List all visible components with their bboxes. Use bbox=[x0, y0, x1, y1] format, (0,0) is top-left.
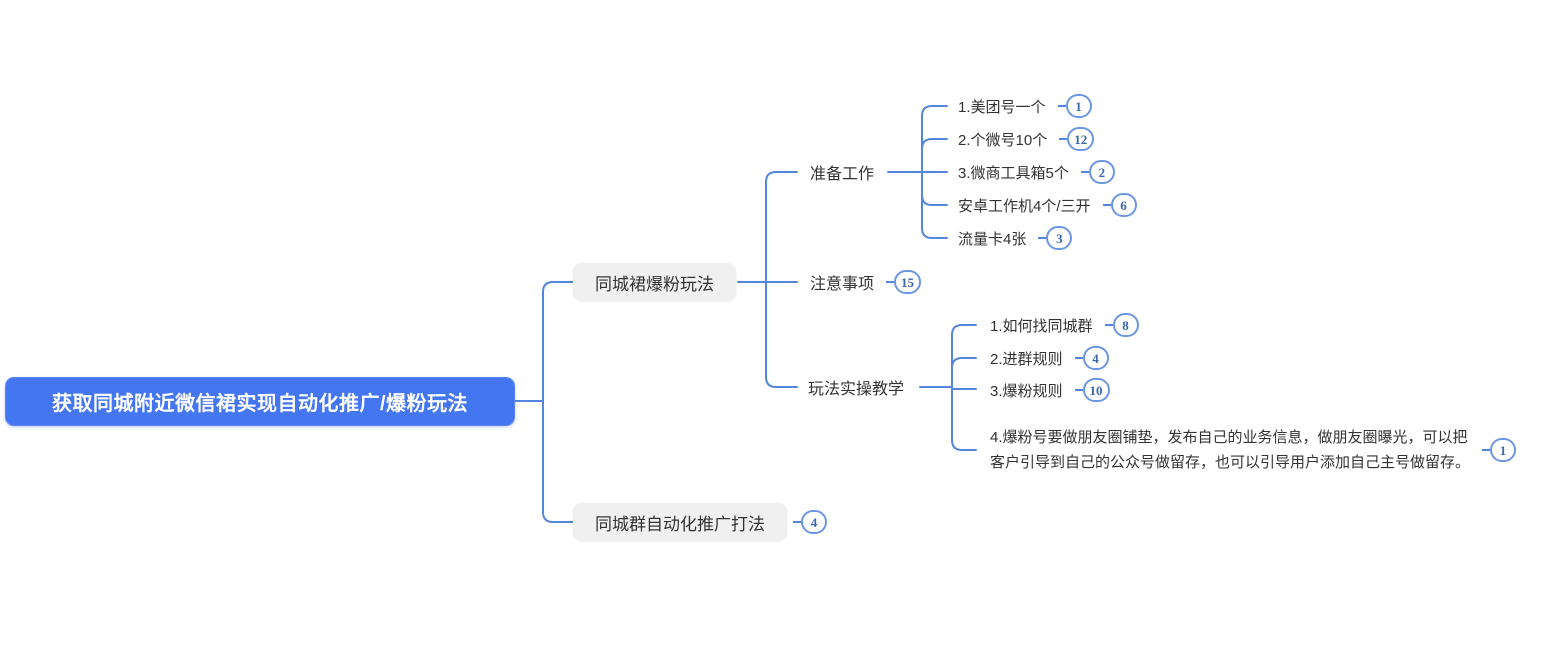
badge-wrap: 3 bbox=[1038, 226, 1073, 250]
badge-wrap: 1 bbox=[1482, 438, 1516, 462]
badge-count[interactable]: 15 bbox=[894, 270, 922, 294]
badge-count[interactable]: 10 bbox=[1082, 378, 1110, 402]
badge-wrap: 15 bbox=[886, 270, 922, 294]
topic-label: 注意事项 bbox=[810, 276, 875, 293]
leaf-label: 2.进群规则 bbox=[990, 350, 1063, 368]
badge-count[interactable]: 4 bbox=[1082, 346, 1109, 370]
leaf-moments-retention-note[interactable]: 4.爆粉号要做朋友圈铺垫，发布自己的业务信息，做朋友圈曝光，可以把客户引导到自己… bbox=[990, 425, 1516, 475]
leaf-find-city-groups[interactable]: 1.如何找同城群 8 bbox=[990, 313, 1139, 337]
topic-label: 玩法实操教学 bbox=[808, 381, 905, 398]
badge-connector-dash bbox=[1104, 324, 1113, 326]
leaf-android-workstations[interactable]: 安卓工作机4个/三开 6 bbox=[958, 193, 1137, 217]
leaf-wechat-toolbox[interactable]: 3.微商工具箱5个 2 bbox=[958, 160, 1115, 184]
leaf-label: 4.爆粉号要做朋友圈铺垫，发布自己的业务信息，做朋友圈曝光，可以把客户引导到自己… bbox=[990, 429, 1471, 471]
leaf-fans-burst-rules[interactable]: 3.爆粉规则 10 bbox=[990, 378, 1110, 402]
root-topic[interactable]: 获取同城附近微信裙实现自动化推广/爆粉玩法 bbox=[5, 377, 515, 426]
badge-count[interactable]: 1 bbox=[1490, 438, 1516, 462]
leaf-label: 1.美团号一个 bbox=[958, 98, 1046, 116]
leaf-data-sim-cards[interactable]: 流量卡4张 3 bbox=[958, 226, 1073, 250]
topic-box[interactable]: 同城裙爆粉玩法 bbox=[573, 263, 736, 301]
badge-connector-dash bbox=[1080, 171, 1089, 173]
leaf-join-group-rules[interactable]: 2.进群规则 4 bbox=[990, 346, 1109, 370]
badge-wrap: 6 bbox=[1102, 193, 1137, 217]
leaf-label: 流量卡4张 bbox=[958, 230, 1027, 248]
topic-citygroup-fans[interactable]: 同城裙爆粉玩法 bbox=[573, 263, 736, 301]
badge-count[interactable]: 12 bbox=[1067, 127, 1095, 151]
badge-connector-dash bbox=[1102, 204, 1111, 206]
badge-wrap: 8 bbox=[1104, 313, 1139, 337]
leaf-label: 3.微商工具箱5个 bbox=[958, 164, 1069, 182]
badge-connector-dash bbox=[1074, 389, 1083, 391]
badge-wrap: 12 bbox=[1059, 127, 1095, 151]
leaf-meituan-account[interactable]: 1.美团号一个 1 bbox=[958, 94, 1092, 118]
badge-count[interactable]: 3 bbox=[1046, 226, 1073, 250]
badge-count[interactable]: 8 bbox=[1112, 313, 1139, 337]
badge-wrap: 4 bbox=[793, 510, 827, 534]
topic-label: 同城群自动化推广打法 bbox=[595, 514, 765, 534]
badge-connector-dash bbox=[793, 521, 801, 523]
topic-box[interactable]: 同城群自动化推广打法 bbox=[573, 503, 787, 541]
leaf-label: 2.个微号10个 bbox=[958, 131, 1048, 149]
badge-connector-dash bbox=[1482, 449, 1490, 451]
badge-connector-dash bbox=[1074, 357, 1083, 359]
topic-citygroup-auto-promo[interactable]: 同城群自动化推广打法 4 bbox=[573, 503, 827, 541]
topic-notes[interactable]: 注意事项 15 bbox=[810, 270, 922, 294]
badge-wrap: 1 bbox=[1057, 94, 1092, 118]
root-topic-label: 获取同城附近微信裙实现自动化推广/爆粉玩法 bbox=[51, 393, 469, 415]
badge-connector-dash bbox=[1059, 138, 1068, 140]
badge-wrap: 2 bbox=[1080, 160, 1115, 184]
leaf-label: 安卓工作机4个/三开 bbox=[958, 197, 1091, 215]
topic-label: 同城裙爆粉玩法 bbox=[595, 274, 714, 294]
badge-connector-dash bbox=[1038, 237, 1047, 239]
badge-wrap: 10 bbox=[1074, 378, 1110, 402]
badge-count[interactable]: 1 bbox=[1065, 94, 1092, 118]
badge-wrap: 4 bbox=[1074, 346, 1109, 370]
topic-preparation[interactable]: 准备工作 bbox=[810, 160, 874, 184]
leaf-label: 1.如何找同城群 bbox=[990, 317, 1093, 335]
topic-label: 准备工作 bbox=[810, 166, 875, 183]
topic-practical-teaching[interactable]: 玩法实操教学 bbox=[808, 375, 904, 399]
leaf-label: 3.爆粉规则 bbox=[990, 382, 1063, 400]
badge-connector-dash bbox=[1057, 105, 1066, 107]
badge-count[interactable]: 4 bbox=[801, 510, 827, 534]
badge-connector-dash bbox=[886, 281, 895, 283]
leaf-wechat-accounts[interactable]: 2.个微号10个 12 bbox=[958, 127, 1095, 151]
badge-count[interactable]: 2 bbox=[1088, 160, 1115, 184]
badge-count[interactable]: 6 bbox=[1110, 193, 1137, 217]
